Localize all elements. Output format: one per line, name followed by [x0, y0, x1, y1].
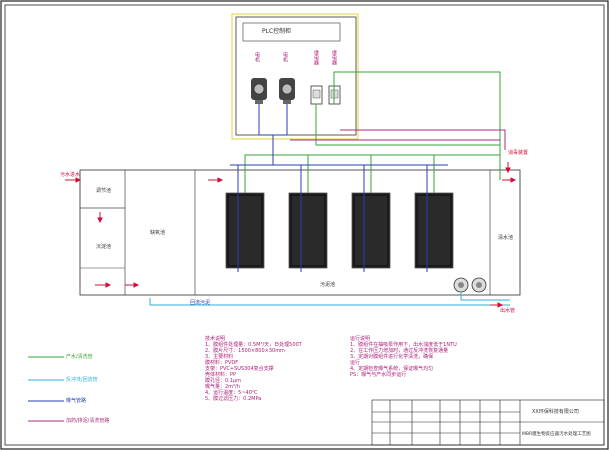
membrane-module-2	[288, 192, 328, 269]
aeration-lines	[230, 104, 448, 272]
legend-label-2: 反冲洗/回流管	[66, 377, 98, 383]
control-panel-title: PLC控制柜	[262, 28, 292, 35]
tank-outline	[79, 169, 521, 296]
bottom-outlet-label: 回流污泥	[190, 300, 211, 306]
zone-label-3: 缺氧池	[150, 230, 166, 236]
pump-2	[471, 277, 487, 293]
notes-right-line: PS：曝气与产水同步运行	[350, 372, 407, 378]
notes-left-line: 3、主要材料	[205, 354, 234, 360]
motor-1	[251, 78, 267, 104]
right-label: 消毒装置	[508, 150, 529, 156]
notes-right-line: 运行	[350, 360, 361, 366]
control-panel	[235, 16, 357, 136]
notes-left-line: 5、膜过滤压力：0.2MPa	[205, 396, 262, 402]
title-company: XX环保科技有限公司	[532, 409, 579, 415]
notes-left-line: 支架：PVC+SUS304复合支撑	[205, 366, 274, 372]
legend-label-4: 加药/排泥/清洗管路	[66, 418, 110, 424]
membrane-module-1	[225, 192, 265, 269]
zone-label-4: 清水池	[498, 235, 514, 241]
backwash-line	[149, 292, 510, 306]
notes-right-heading: 运行说明	[350, 336, 371, 342]
permeate-lines	[244, 71, 501, 193]
panel-label-relay-2: 继电器	[331, 50, 337, 65]
title-drawing: MBR膜生物反应器污水处理工艺图	[522, 432, 591, 437]
panel-label-motor-1: 电机	[254, 52, 260, 62]
notes-left-line: 4、运行温度：5~40℃	[205, 390, 258, 396]
notes-left: 技术说明 1、膜组件处理量：0.5M³/天，日处理500T 2、膜片尺寸：150…	[205, 336, 302, 402]
notes-left-line: 壳体材料：PP	[205, 372, 237, 378]
zone-label-2: 沉淀池	[96, 244, 112, 250]
notes-right-line: 1、膜组件在抽吸泵作用下，出水浊度低于1NTU	[350, 342, 457, 348]
flow-arrows	[65, 162, 517, 308]
notes-right-line: 4、定期检查曝气系统，保证曝气均匀	[350, 366, 434, 372]
notes-right: 运行说明 1、膜组件在抽吸泵作用下，出水浊度低于1NTU 2、在工作压力增加时，…	[350, 336, 457, 378]
drawing-inner-border	[4, 4, 605, 446]
pump-1	[453, 277, 469, 293]
outlet-label: 出水管	[500, 308, 516, 314]
notes-left-line: 膜材料：PVDF	[205, 360, 239, 366]
notes-left-heading: 技术说明	[205, 336, 226, 342]
membrane-module-3	[351, 192, 391, 269]
notes-left-line: 1、膜组件处理量：0.5M³/天，日处理500T	[205, 342, 302, 348]
notes-right-line: 2、在工作压力增加时，通过反冲洗恢复通量	[350, 348, 449, 354]
panel-label-motor-2: 电机	[282, 52, 288, 62]
legend-label-3: 曝气管路	[66, 398, 87, 404]
motor-2	[279, 78, 295, 104]
title-block	[371, 399, 605, 446]
notes-right-line: 3、定期对膜组件进行化学清洗，确保	[350, 354, 434, 360]
chemical-lines	[290, 129, 506, 150]
zone-label-5: 污泥池	[320, 282, 336, 288]
membrane-module-4	[414, 192, 454, 269]
control-panel-title-box	[242, 22, 341, 42]
panel-label-relay-1: 继电器	[313, 50, 319, 65]
legend-label-1: 产水/清洗管	[66, 354, 93, 360]
notes-left-line: 曝气量：2m³/h	[205, 384, 240, 390]
notes-left-line: 2、膜片尺寸：1500×800×30mm	[205, 348, 285, 354]
inlet-label: 污水进水	[60, 172, 81, 178]
relay-1	[310, 85, 323, 105]
notes-left-line: 膜孔径：0.1μm	[205, 378, 242, 384]
zone-label-1: 调节池	[96, 188, 112, 194]
control-panel-frame	[231, 13, 359, 140]
